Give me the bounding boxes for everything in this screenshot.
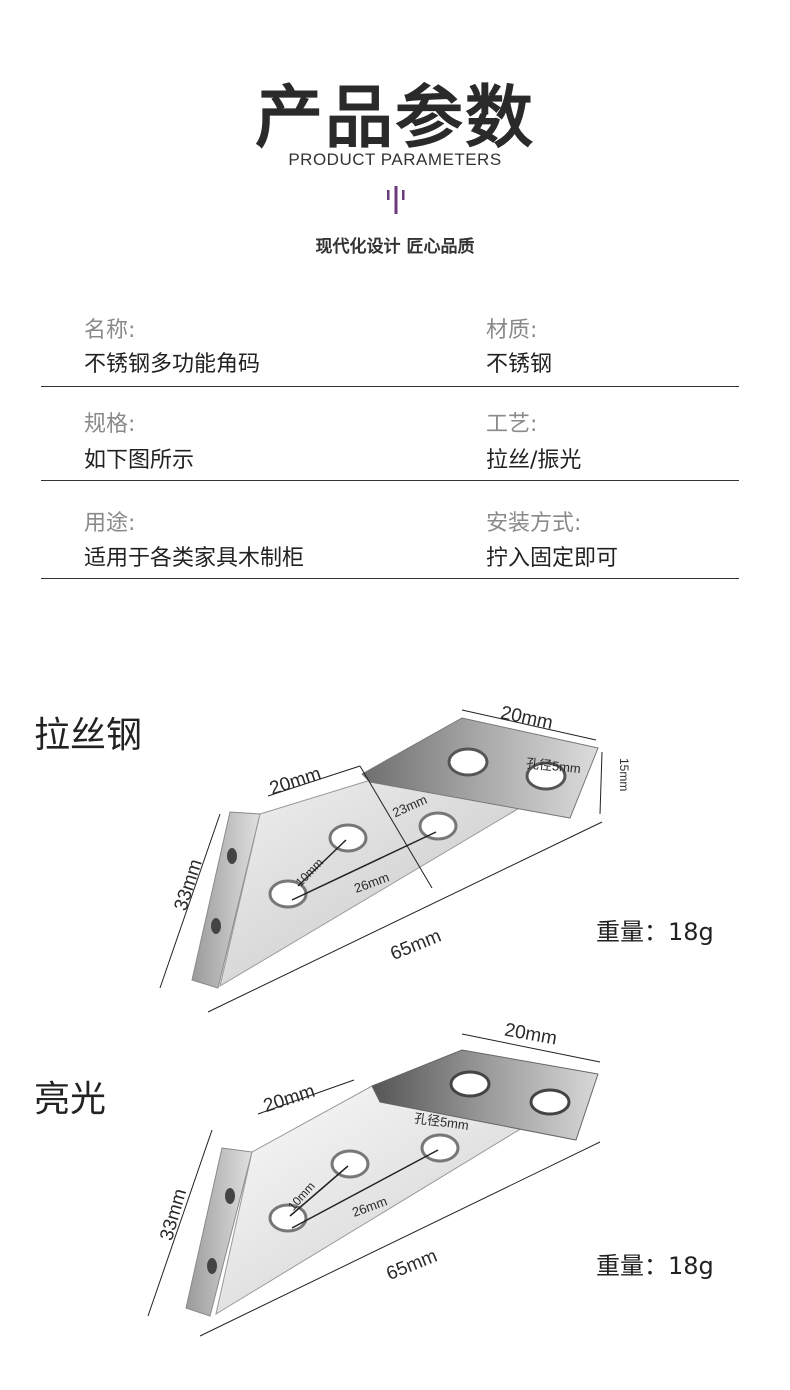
param-material-label: 材质:	[486, 318, 538, 343]
dim-bottom: 65mm	[387, 926, 444, 965]
param-name-label: 名称:	[84, 318, 136, 343]
param-material-value: 不锈钢	[486, 352, 553, 377]
bracket-brushed-image: 20mm 20mm 33mm 65mm 孔径5mm 15mm 23mm 10mm…	[159, 702, 630, 1013]
product-label-brushed: 拉丝钢	[34, 715, 143, 756]
dim-top-left: 20mm	[267, 763, 324, 799]
product-label-polished: 亮光	[34, 1079, 107, 1120]
slogan: 现代化设计 匠心品质	[315, 237, 475, 257]
dim-left: 33mm	[156, 1186, 191, 1243]
page-title: 产品参数	[254, 79, 535, 158]
param-install-label: 安装方式:	[486, 511, 582, 536]
dim-top-right: 20mm	[503, 1020, 559, 1050]
dim-top-left: 20mm	[261, 1081, 318, 1117]
bracket-polished-image: 20mm 20mm 33mm 65mm 孔径5mm 10mm 26mm	[147, 1020, 601, 1337]
param-usage-label: 用途:	[84, 511, 136, 536]
param-process-label: 工艺:	[486, 412, 538, 437]
param-spec-value: 如下图所示	[84, 448, 195, 473]
table-divider	[41, 386, 739, 387]
param-process-value: 拉丝/振光	[486, 448, 582, 473]
param-spec-label: 规格:	[84, 412, 136, 437]
divider-mark-icon	[387, 186, 405, 214]
dim-bottom: 65mm	[383, 1246, 440, 1285]
param-name-value: 不锈钢多功能角码	[84, 352, 261, 377]
product-weight-polished: 重量：18g	[596, 1252, 714, 1280]
dim-left: 33mm	[170, 857, 206, 914]
dim-hole: 孔径5mm	[525, 756, 581, 777]
dim-height: 15mm	[617, 758, 630, 791]
table-divider	[41, 480, 739, 481]
product-weight-brushed: 重量：18g	[596, 918, 714, 946]
table-divider	[41, 578, 739, 579]
page-subtitle: PRODUCT PARAMETERS	[288, 150, 502, 169]
param-install-value: 拧入固定即可	[486, 546, 619, 571]
param-usage-value: 适用于各类家具木制柜	[84, 546, 305, 571]
